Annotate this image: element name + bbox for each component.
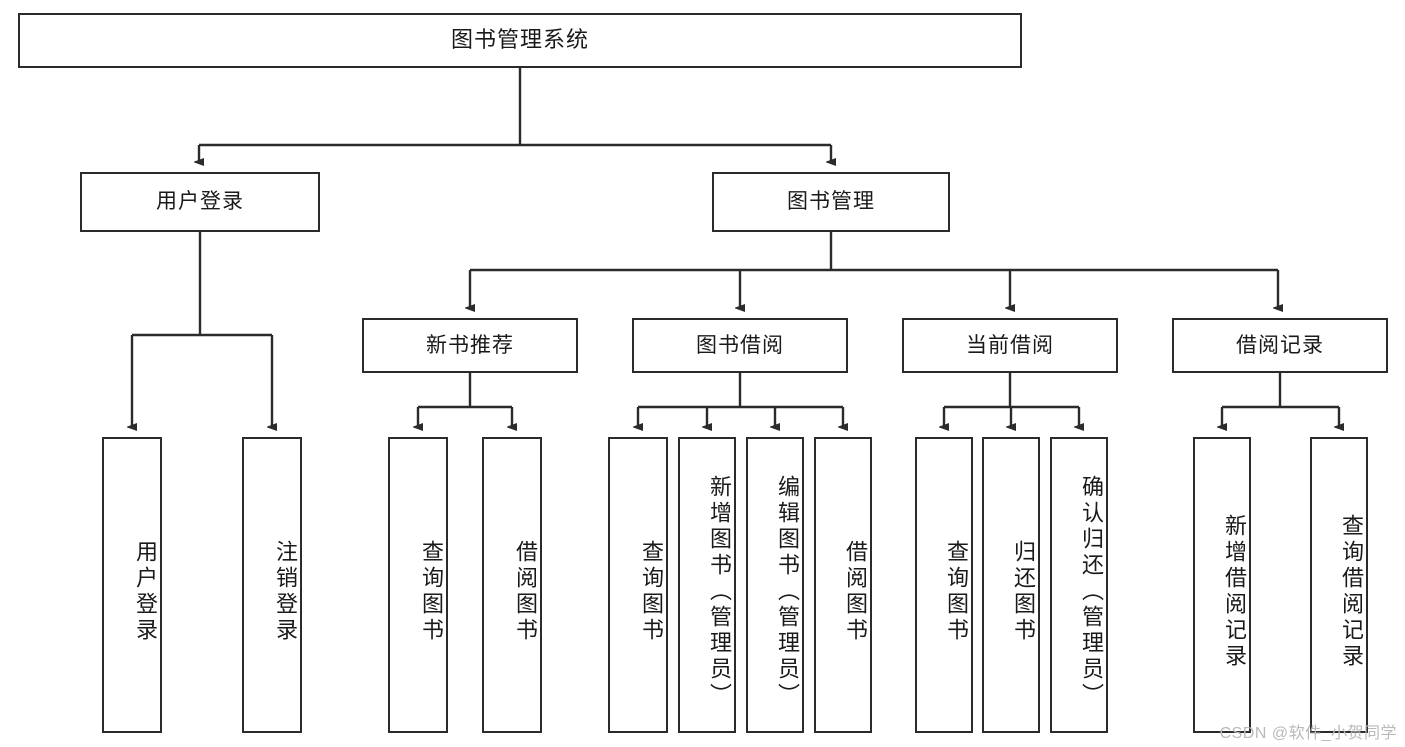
- node-leaf-query-book-1[interactable]: 查询图书: [388, 437, 448, 733]
- node-leaf-confirm-return[interactable]: 确认归还（管理员）: [1050, 437, 1108, 733]
- node-leaf-user-login[interactable]: 用户登录: [102, 437, 162, 733]
- node-leaf-query-book-3[interactable]: 查询图书: [915, 437, 973, 733]
- node-book-borrow[interactable]: 图书借阅: [632, 318, 848, 373]
- node-borrow-record[interactable]: 借阅记录: [1172, 318, 1388, 373]
- node-leaf-query-record[interactable]: 查询借阅记录: [1310, 437, 1368, 733]
- node-user-login-label: 用户登录: [156, 190, 244, 214]
- node-leaf-edit-book-label: 编辑图书（管理员）: [775, 475, 800, 709]
- node-leaf-borrow-book-2-label: 借阅图书: [843, 540, 868, 644]
- node-leaf-borrow-book-1[interactable]: 借阅图书: [482, 437, 542, 733]
- node-leaf-borrow-book-2[interactable]: 借阅图书: [814, 437, 872, 733]
- node-leaf-query-book-1-label: 查询图书: [419, 540, 444, 644]
- node-leaf-query-record-label: 查询借阅记录: [1339, 514, 1364, 670]
- node-leaf-return-book-label: 归还图书: [1011, 540, 1036, 644]
- node-leaf-edit-book[interactable]: 编辑图书（管理员）: [746, 437, 804, 733]
- node-leaf-borrow-book-1-label: 借阅图书: [513, 540, 538, 644]
- node-leaf-return-book[interactable]: 归还图书: [982, 437, 1040, 733]
- node-leaf-add-record-label: 新增借阅记录: [1222, 514, 1247, 670]
- node-leaf-add-book[interactable]: 新增图书（管理员）: [678, 437, 736, 733]
- node-leaf-add-record[interactable]: 新增借阅记录: [1193, 437, 1251, 733]
- node-borrow-record-label: 借阅记录: [1236, 333, 1324, 357]
- node-leaf-add-book-label: 新增图书（管理员）: [707, 475, 732, 709]
- node-leaf-logout-label: 注销登录: [273, 540, 298, 644]
- node-book-borrow-label: 图书借阅: [696, 333, 784, 357]
- node-current-borrow-label: 当前借阅: [966, 333, 1054, 357]
- node-leaf-query-book-2-label: 查询图书: [639, 540, 664, 644]
- node-leaf-query-book-3-label: 查询图书: [944, 540, 969, 644]
- node-leaf-query-book-2[interactable]: 查询图书: [608, 437, 668, 733]
- node-root-label: 图书管理系统: [450, 27, 589, 53]
- node-current-borrow[interactable]: 当前借阅: [902, 318, 1118, 373]
- node-new-book-recommend-label: 新书推荐: [426, 333, 514, 357]
- node-root[interactable]: 图书管理系统: [18, 13, 1022, 68]
- node-leaf-logout[interactable]: 注销登录: [242, 437, 302, 733]
- csdn-watermark: CSDN @软件_小贺同学: [1219, 725, 1397, 742]
- node-leaf-user-login-label: 用户登录: [133, 540, 158, 644]
- node-book-manage-label: 图书管理: [787, 190, 875, 214]
- node-new-book-recommend[interactable]: 新书推荐: [362, 318, 578, 373]
- node-leaf-confirm-return-label: 确认归还（管理员）: [1079, 475, 1104, 709]
- node-book-manage[interactable]: 图书管理: [712, 172, 950, 232]
- node-user-login[interactable]: 用户登录: [80, 172, 320, 232]
